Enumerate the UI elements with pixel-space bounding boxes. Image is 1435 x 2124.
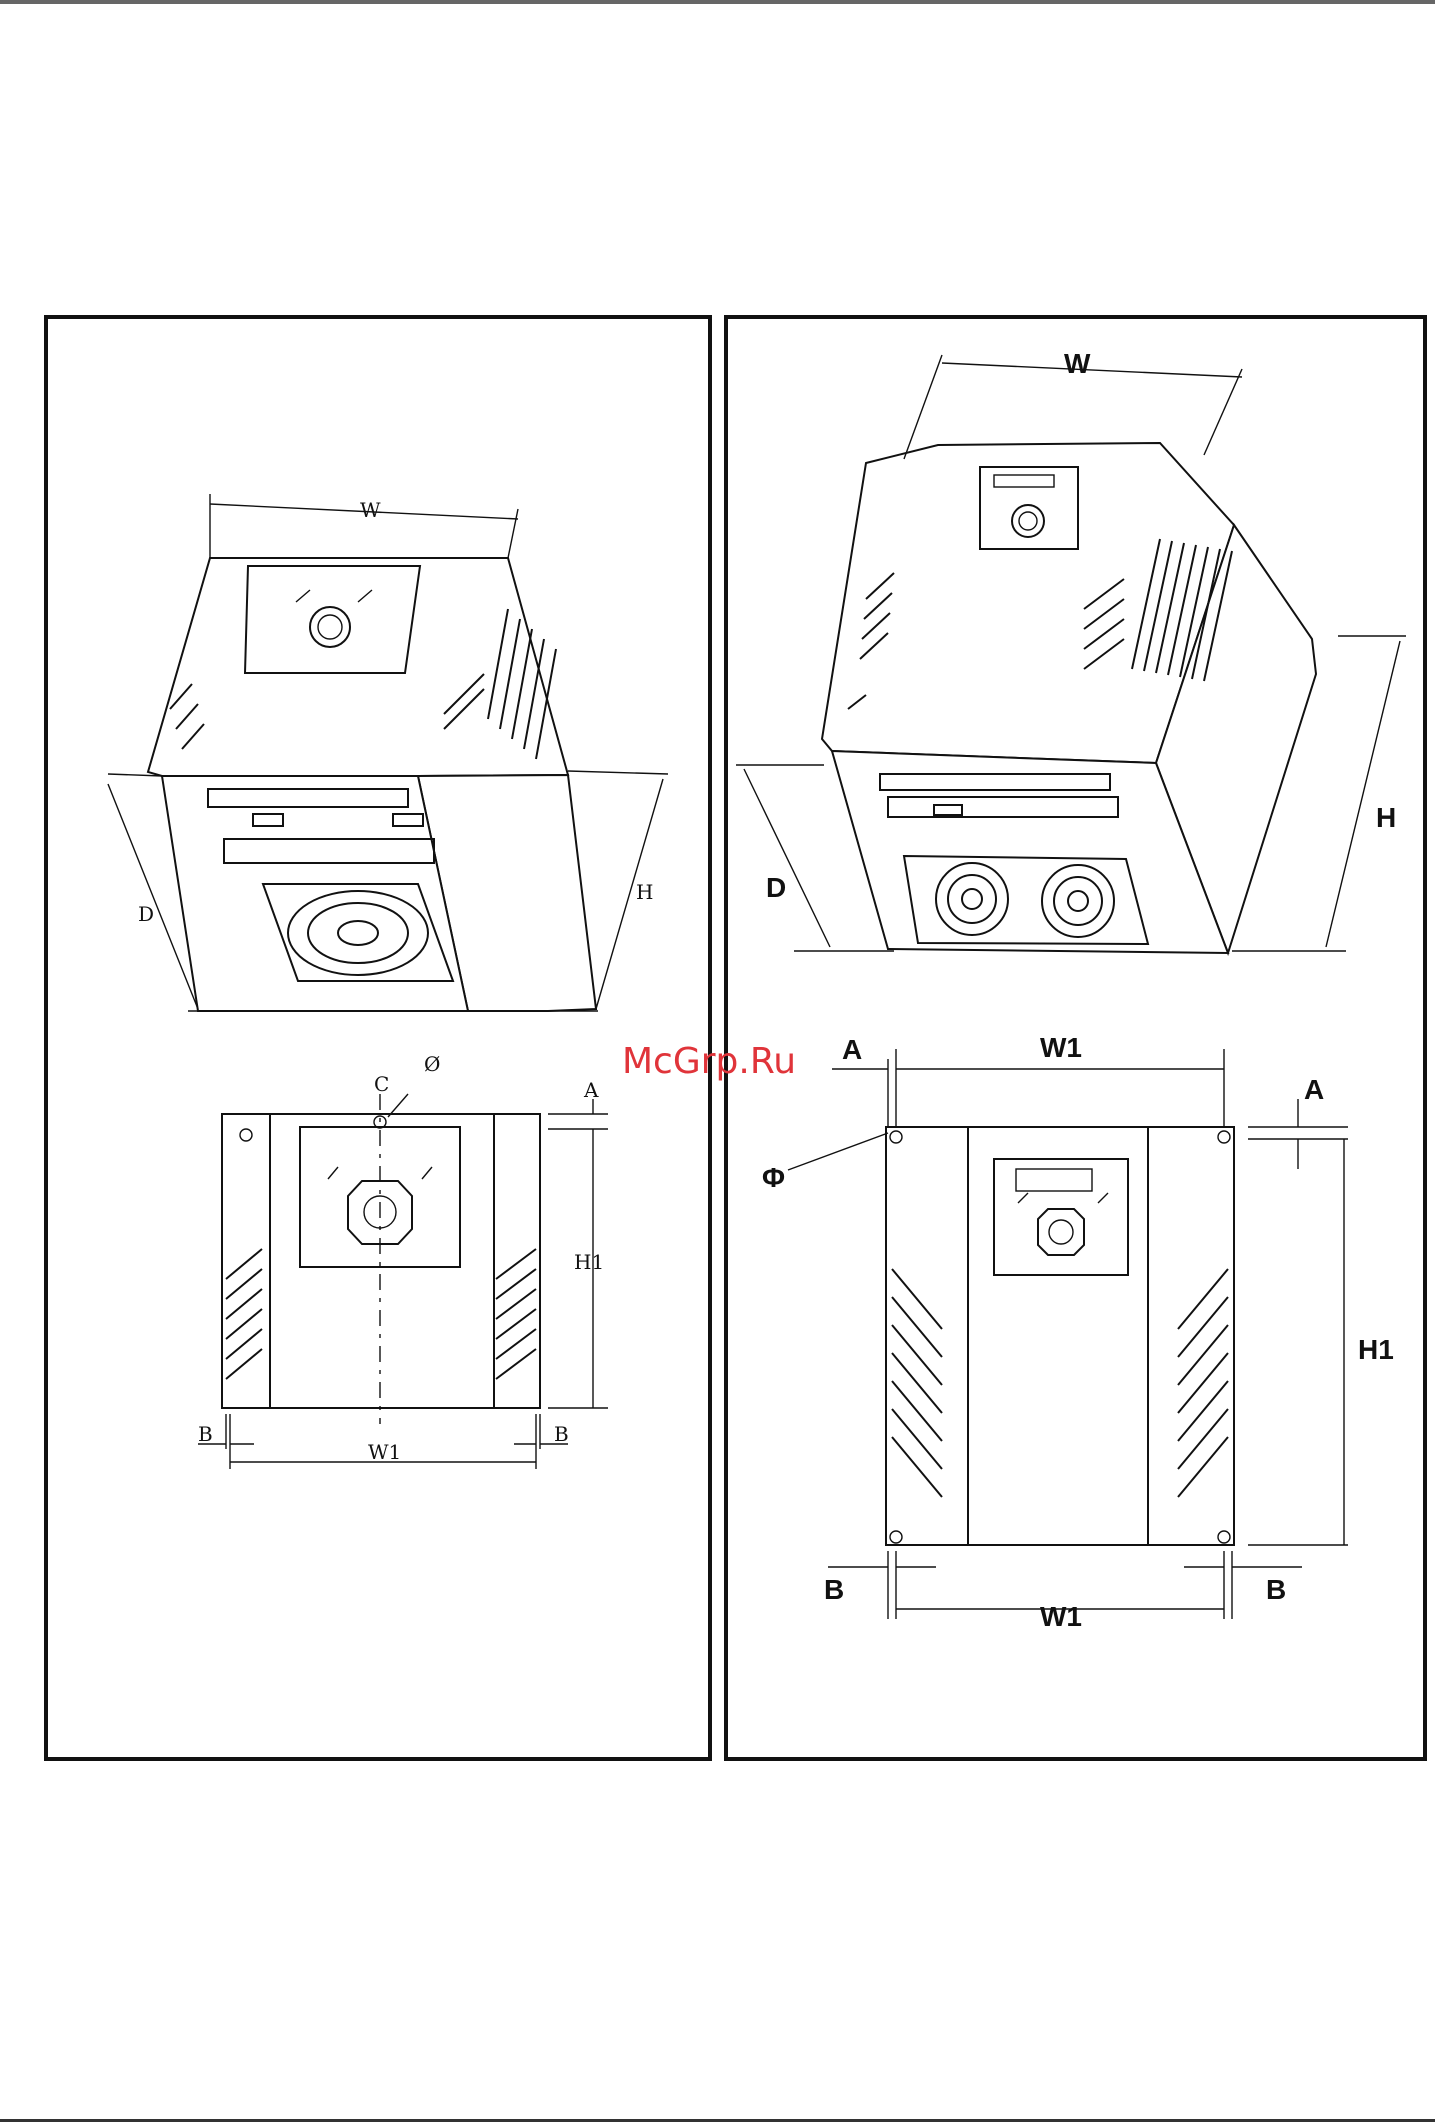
left-iso-inverter: W D H <box>108 494 668 1011</box>
right-iso-w-label: W <box>1064 348 1091 379</box>
left-front-inverter: C Ø A H1 B B W1 <box>198 1052 608 1469</box>
watermark-text: McGrp.Ru <box>622 1041 796 1082</box>
right-front-body <box>886 1127 1234 1545</box>
bottom-rule <box>0 2119 1435 2122</box>
left-front-phi-label: Ø <box>424 1052 440 1076</box>
right-front-a-left-label: A <box>842 1034 862 1065</box>
left-iso-h-label: H <box>636 880 653 904</box>
left-iso-top-face <box>148 558 568 776</box>
right-iso-inverter: W D H <box>736 348 1406 953</box>
left-iso-w-label: W <box>360 498 381 522</box>
right-front-b-right-label: B <box>1266 1574 1286 1605</box>
right-front-w1-bottom-label: W1 <box>1040 1601 1082 1632</box>
left-front-w1-label: W1 <box>368 1440 401 1464</box>
right-drawing-panel: W D H <box>724 315 1427 1761</box>
right-front-phi-label: Φ <box>762 1162 785 1193</box>
left-front-h1-label: H1 <box>574 1250 604 1274</box>
left-front-c-label: C <box>374 1072 389 1096</box>
right-front-inverter: A W1 A Φ H1 B B W1 <box>762 1032 1394 1632</box>
right-front-h1-label: H1 <box>1358 1334 1394 1365</box>
left-front-b-right-label: B <box>554 1422 569 1446</box>
right-front-w1-top-label: W1 <box>1040 1032 1082 1063</box>
right-front-a-right-label: A <box>1304 1074 1324 1105</box>
right-front-b-left-label: B <box>824 1574 844 1605</box>
right-drawing: W D H <box>728 319 1431 1765</box>
right-iso-h-label: H <box>1376 802 1396 833</box>
left-front-b-left-label: B <box>198 1422 213 1446</box>
left-drawing: W D H <box>48 319 716 1765</box>
left-iso-d-label: D <box>138 902 154 926</box>
left-drawing-panel: W D H <box>44 315 712 1761</box>
top-rule <box>0 0 1435 4</box>
right-iso-d-label: D <box>766 872 786 903</box>
left-front-a-label: A <box>583 1078 599 1102</box>
